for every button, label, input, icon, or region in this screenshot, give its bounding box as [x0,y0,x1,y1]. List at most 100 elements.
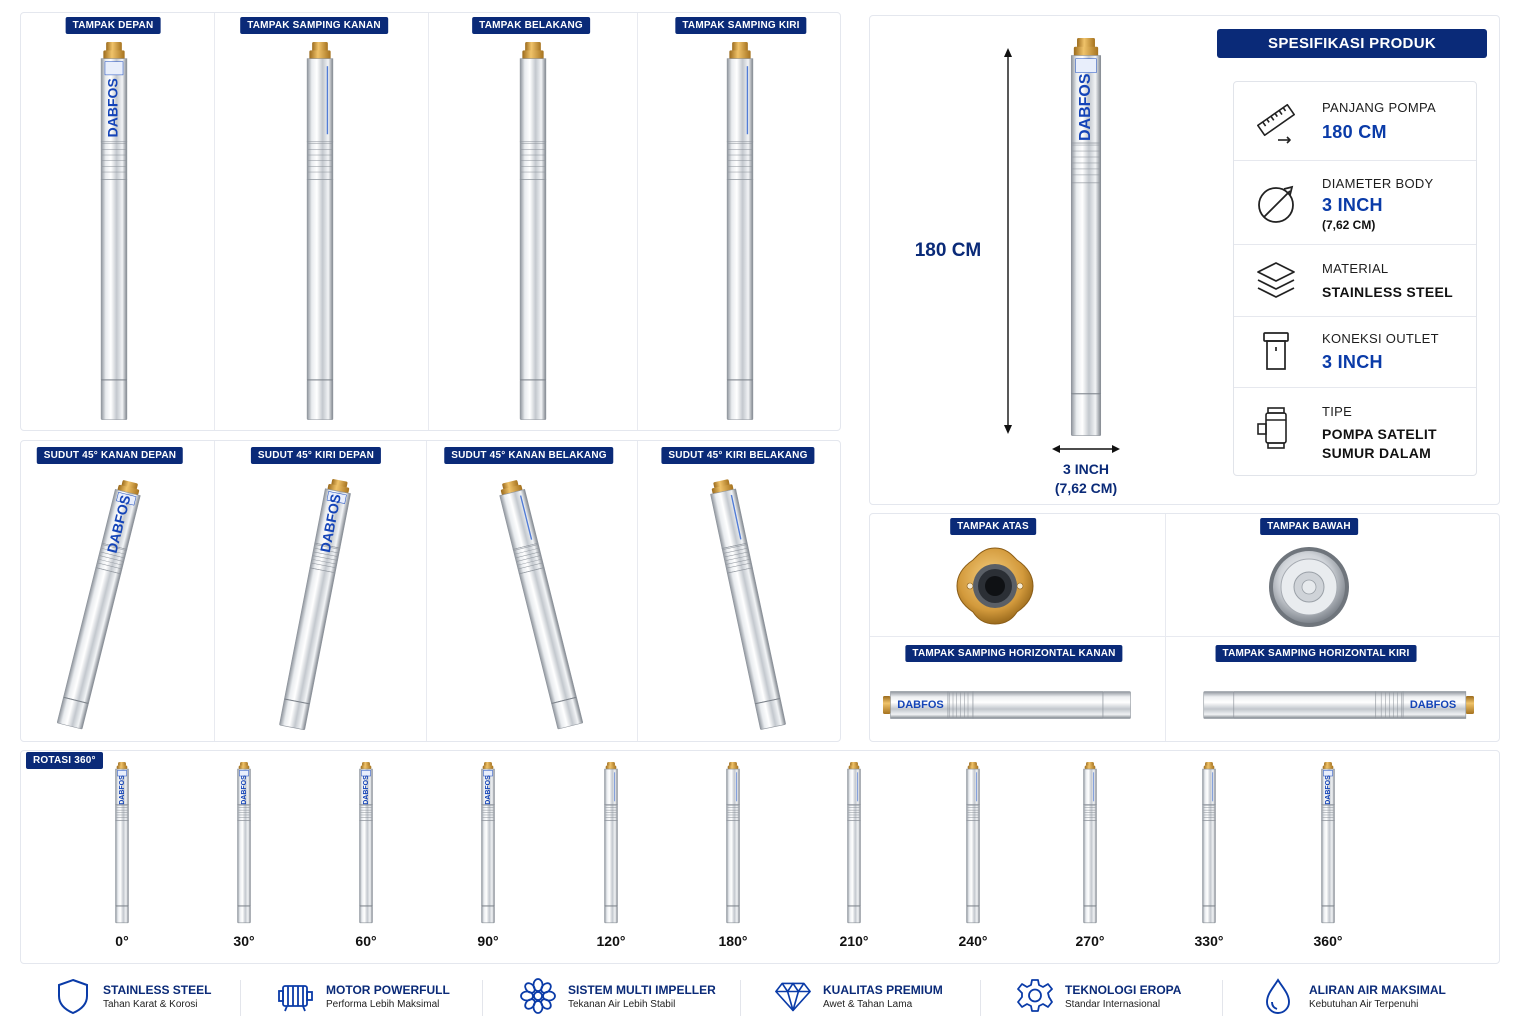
impeller-icon [520,978,556,1014]
rotation-angle-label: 60° [355,933,377,949]
pump-image-45-left-front: DABFOS [278,478,354,731]
view-tag-45-right-back: SUDUT 45° KANAN BELAKANG [444,447,614,464]
spec-value-material: STAINLESS STEEL [1322,284,1454,300]
spec-value-length: 180 CM [1322,122,1387,142]
feature-subtitle: Standar Internasional [1065,999,1161,1010]
spec-header: SPESIFIKASI PRODUK [1217,29,1487,58]
width-metric-label: (7,62 CM) [1054,480,1118,496]
spec-title-type: TIPE [1322,404,1353,419]
spec-title-diameter: DIAMETER BODY [1322,176,1434,191]
feature-title: ALIRAN AIR MAKSIMAL [1309,983,1446,997]
rotation-angle-label: 360° [1313,933,1343,949]
layers-icon [1257,262,1295,298]
view-tag-45-left-front: SUDUT 45° KIRI DEPAN [250,447,382,464]
pump-image-rotation [1083,762,1097,924]
pump-bottom-view [1269,547,1349,627]
spec-value-diameter: 3 INCH [1322,195,1383,215]
pump-image-rotation: DABFOS [115,762,129,924]
feature-subtitle: Awet & Tahan Lama [823,999,913,1010]
motor-icon [278,985,313,1012]
pump-image-horizontal-right: DABFOS [883,690,1133,720]
rotation-angle-label: 90° [477,933,499,949]
spec-sub-diameter: (7,62 CM) [1322,218,1376,232]
pump-image-right-side [306,42,334,420]
view-tag-front: TAMPAK DEPAN [65,17,161,34]
pump-image-45-left-back [707,478,787,730]
rotation-tag: ROTASI 360° [26,752,103,769]
svg-text:DABFOS: DABFOS [105,78,121,137]
spec-row-diameter: DIAMETER BODY 3 INCH (7,62 CM) [1234,161,1476,245]
water-drop-icon [1266,978,1290,1014]
view-tag-45-right-front: SUDUT 45° KANAN DEPAN [36,447,184,464]
pump-image-rotation [1202,762,1216,924]
pump-image-rotation [726,762,740,924]
diameter-icon [1258,185,1294,223]
pump-image-rotation: DABFOS [359,762,373,924]
view-tag-back: TAMPAK BELAKANG [472,17,590,34]
spec-panel [869,15,1500,505]
pump-image-rotation: DABFOS [1321,762,1335,924]
rotation-angle-label: 30° [233,933,255,949]
pump-top-view [956,547,1034,625]
svg-text:DABFOS: DABFOS [1410,699,1456,711]
spec-title-length: PANJANG POMPA [1322,100,1436,115]
spec-value-outlet: 3 INCH [1322,352,1383,372]
spec-row-type: TIPE POMPA SATELIT SUMUR DALAM [1234,388,1476,477]
pump-image-dimension: DABFOS [1070,38,1102,436]
rotation-angle-label: 180° [718,933,748,949]
gear-icon [1017,979,1053,1012]
pump-image-horizontal-left: DABFOS [1201,690,1474,720]
length-arrow-icon [1004,48,1012,434]
rotation-angle-label: 120° [596,933,626,949]
ruler-icon [1257,103,1295,144]
spec-value-type-2: SUMUR DALAM [1322,445,1432,461]
rotation-angle-label: 270° [1075,933,1105,949]
view-tag-horizontal-left: TAMPAK SAMPING HORIZONTAL KIRI [1215,645,1417,662]
pump-type-icon [1257,407,1287,449]
svg-text:DABFOS: DABFOS [241,775,248,805]
pump-image-45-right-back [496,478,584,730]
view-tag-left-side: TAMPAK SAMPING KIRI [675,17,807,34]
feature-subtitle: Tekanan Air Lebih Stabil [568,999,676,1010]
width-arrow-icon [1052,445,1120,453]
feature-subtitle: Performa Lebih Maksimal [326,999,440,1010]
pump-image-back [519,42,547,420]
view-tag-horizontal-right: TAMPAK SAMPING HORIZONTAL KANAN [905,645,1123,662]
view-tag-top: TAMPAK ATAS [950,518,1036,535]
pump-image-45-right-front: DABFOS [56,478,144,730]
views-panel-angle [20,440,841,742]
pump-image-rotation [604,762,618,924]
feature-title: STAINLESS STEEL [103,983,212,997]
outlet-icon [1263,332,1289,370]
view-tag-right-side: TAMPAK SAMPING KANAN [240,17,388,34]
pump-image-left-side [726,42,754,420]
shield-icon [58,978,88,1015]
rotation-angle-label: 240° [958,933,988,949]
pump-image-rotation [847,762,861,924]
rotation-angle-label: 0° [115,933,129,949]
pump-image-rotation [966,762,980,924]
feature-title: KUALITAS PREMIUM [823,983,943,997]
pump-image-rotation: DABFOS [237,762,251,924]
view-tag-bottom: TAMPAK BAWAH [1260,518,1358,535]
spec-title-outlet: KONEKSI OUTLET [1322,331,1439,346]
svg-text:DABFOS: DABFOS [119,775,126,805]
svg-text:DABFOS: DABFOS [1325,775,1332,805]
spec-value-type-1: POMPA SATELIT [1322,426,1437,442]
svg-text:DABFOS: DABFOS [485,775,492,805]
svg-text:DABFOS: DABFOS [1077,73,1094,141]
spec-list: PANJANG POMPA 180 CM DIAMETER BODY 3 INC… [1233,81,1477,476]
spec-row-outlet: KONEKSI OUTLET 3 INCH [1234,317,1476,388]
svg-text:DABFOS: DABFOS [363,775,370,805]
spec-title-material: MATERIAL [1322,261,1389,276]
rotation-angle-label: 330° [1194,933,1224,949]
rotation-panel [20,750,1500,964]
spec-row-length: PANJANG POMPA 180 CM [1234,82,1476,161]
views-panel-top [20,12,841,431]
diamond-icon [775,982,811,1012]
view-tag-45-left-back: SUDUT 45° KIRI BELAKANG [661,447,815,464]
length-label: 180 CM [914,240,982,261]
pump-image-front: DABFOS [100,42,128,420]
svg-text:DABFOS: DABFOS [897,699,943,711]
feature-title: TEKNOLOGI EROPA [1065,983,1182,997]
